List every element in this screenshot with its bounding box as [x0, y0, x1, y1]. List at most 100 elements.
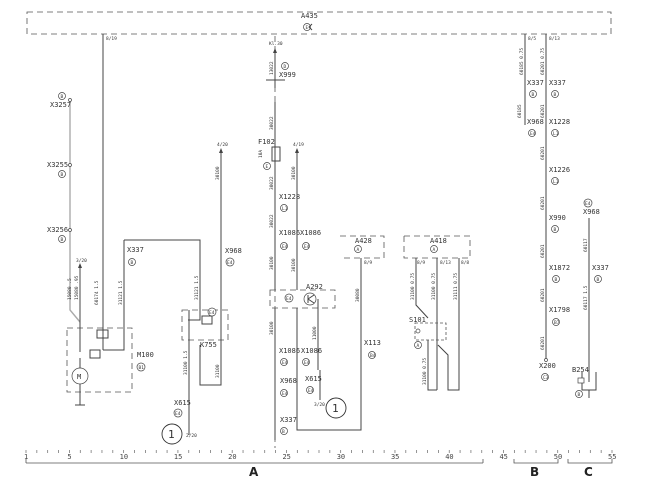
wire-label: 15080 .95	[74, 275, 80, 300]
connector-x1228[interactable]: X1228	[549, 118, 570, 126]
connector-x1086[interactable]: X1086	[301, 347, 322, 355]
wire-label: 30022	[269, 116, 275, 130]
component-label: B254	[572, 366, 589, 374]
location-code: B	[555, 277, 558, 283]
wire-label: 60174 1.5	[94, 280, 100, 305]
location-code: E4	[282, 360, 288, 366]
reference-label: 8/9	[364, 260, 372, 266]
ruler-tick-label: 30	[337, 453, 345, 461]
wire-label: 30080	[355, 288, 361, 302]
callout-circle[interactable]	[325, 397, 347, 419]
connector-x337[interactable]: X337	[280, 416, 297, 424]
connector-x968[interactable]: X968	[583, 208, 600, 216]
location-code: E4	[308, 388, 314, 394]
location-code: A	[417, 343, 420, 349]
connector-x113[interactable]: X113	[364, 339, 381, 347]
wire-label: 31100 0.75	[422, 358, 428, 385]
connector-x1228[interactable]: X1228	[279, 193, 300, 201]
connector-group-x325x: B X3257 X3255 B X3256 B	[47, 92, 81, 323]
connector-x615[interactable]: X615	[305, 375, 322, 383]
location-code: B7	[554, 320, 560, 326]
connector-x3256[interactable]: X3256	[47, 226, 68, 234]
switch-s101[interactable]: S101 A	[409, 316, 447, 349]
location-code: B	[131, 260, 134, 266]
component-label: K755	[200, 341, 217, 349]
reference-label: 8/13	[549, 36, 560, 42]
wire-label: 60201 0.75	[540, 48, 546, 75]
ruler-tick-label: 20	[228, 453, 236, 461]
callout-circle[interactable]	[161, 423, 183, 445]
sensor-b254[interactable]: B254 B	[572, 366, 589, 398]
module-a418[interactable]: A418 A	[403, 235, 471, 259]
connector-x337[interactable]: X337	[592, 264, 609, 272]
motor-m100[interactable]: M M100 B1	[66, 322, 154, 406]
ruler-tick-label: 1	[24, 453, 28, 461]
ruler-tick-label: 15	[174, 453, 182, 461]
wire-label: 15080 .5	[67, 278, 73, 300]
fuse-f102[interactable]: F102 10A E	[258, 138, 281, 170]
connector-x1086[interactable]: X1086	[279, 347, 300, 355]
location-code: B	[597, 277, 600, 283]
connector-x1226[interactable]: X1226	[549, 166, 570, 174]
connector-x1798[interactable]: X1798	[549, 306, 570, 314]
section-label-c: C	[584, 465, 593, 479]
connector-x615[interactable]: X615	[174, 399, 191, 407]
component-label: M100	[137, 351, 154, 359]
component-label: A435	[301, 12, 318, 20]
module-a428[interactable]: A428 A	[340, 235, 385, 259]
location-code: A	[433, 247, 436, 253]
wire-label: 60117	[583, 238, 589, 252]
location-code: B	[61, 94, 64, 100]
module-a292[interactable]: A292 E4	[269, 283, 336, 309]
location-code: B	[282, 429, 285, 435]
location-code: E4	[585, 201, 591, 207]
connector-x1086[interactable]: X1086	[300, 229, 321, 237]
wire-label: 60201	[540, 288, 546, 302]
connector-x990[interactable]: X990	[549, 214, 566, 222]
ruler-tick-label: 40	[445, 453, 453, 461]
wire-label: 31111 0.75	[453, 273, 459, 300]
location-code: B	[61, 172, 64, 178]
ruler-tick-label: 55	[608, 453, 616, 461]
wire-label: 30100	[269, 256, 275, 270]
connector-x999[interactable]: X999	[279, 71, 296, 79]
reference-label: 8/9	[417, 260, 425, 266]
fuse-rating: 10A	[258, 150, 264, 158]
location-code: E4	[282, 244, 288, 250]
section-label-a: A	[249, 465, 259, 479]
wire-label: 31121 1.5	[118, 280, 124, 305]
connector-x1872[interactable]: X1872	[549, 264, 570, 272]
location-code: E	[306, 25, 309, 31]
wire-label: 30100	[291, 166, 297, 180]
wire-label: 60201	[540, 244, 546, 258]
connector-x1086[interactable]: X1086	[279, 229, 300, 237]
connector-x968[interactable]: X968	[225, 247, 242, 255]
connector-x337[interactable]: X337	[549, 79, 566, 87]
connector-x3257[interactable]: X3257	[50, 101, 71, 109]
relay-k755[interactable]: K755 E4	[181, 307, 229, 395]
connector-x968[interactable]: X968	[527, 118, 544, 126]
location-code: B1	[139, 365, 145, 371]
connector-x3255[interactable]: X3255	[47, 161, 68, 169]
reference-label: 2/20	[186, 433, 197, 439]
connector-x337[interactable]: X337	[527, 79, 544, 87]
location-code: E4	[286, 296, 292, 302]
wire-label: 60201	[540, 336, 546, 350]
connector-x968[interactable]: X968	[280, 377, 297, 385]
location-code: L1	[553, 179, 559, 185]
ruler-tick-label: 5	[67, 453, 71, 461]
section-label-b: B	[530, 465, 539, 479]
module-a435[interactable]: A435 E	[26, 11, 612, 35]
wire-label: 30100	[291, 258, 297, 272]
wire-label: 60201	[540, 104, 546, 118]
connector-x337[interactable]: X337	[127, 246, 144, 254]
location-code: B4	[370, 353, 376, 359]
wire-label: 31121 1.5	[194, 275, 200, 300]
ruler-tick-label: 35	[391, 453, 399, 461]
location-code: E4	[209, 310, 215, 316]
supply-label: Kl.30	[269, 41, 283, 47]
ruler-tick-label: 10	[120, 453, 128, 461]
connector-x200[interactable]: X200	[539, 362, 556, 370]
